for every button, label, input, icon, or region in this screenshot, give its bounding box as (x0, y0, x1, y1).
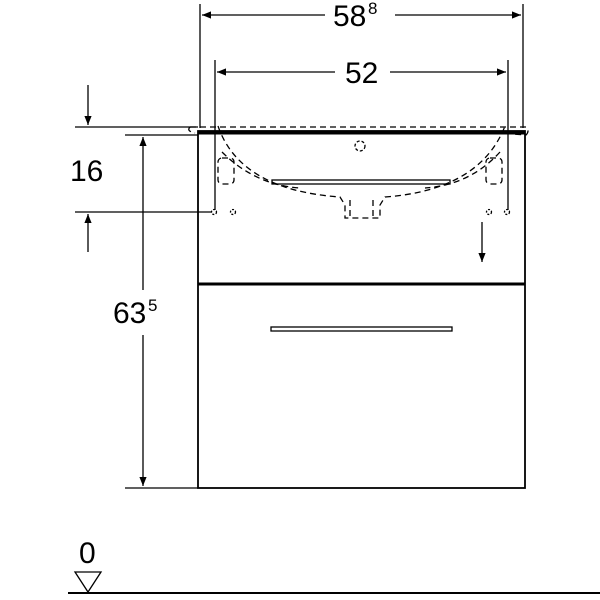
floor-level-icon (73, 571, 103, 594)
basin-width-label: 52 (345, 57, 378, 90)
drawer-handle (270, 326, 453, 332)
floor-level-label: 0 (79, 537, 96, 570)
basin-depth-label: 16 (70, 155, 103, 188)
mount-point (503, 208, 511, 216)
mount-point (210, 208, 218, 216)
mount-point (229, 208, 237, 216)
basin-outline (188, 125, 529, 219)
width-label-sup: 8 (368, 0, 377, 18)
height-label: 63 (113, 297, 146, 330)
cabinet-body (197, 130, 526, 489)
overflow-hole (354, 140, 366, 152)
basin-drawer-handle (271, 179, 451, 185)
width-label: 58 (333, 0, 366, 33)
height-label-sup: 5 (148, 296, 157, 315)
mount-point (485, 208, 493, 216)
